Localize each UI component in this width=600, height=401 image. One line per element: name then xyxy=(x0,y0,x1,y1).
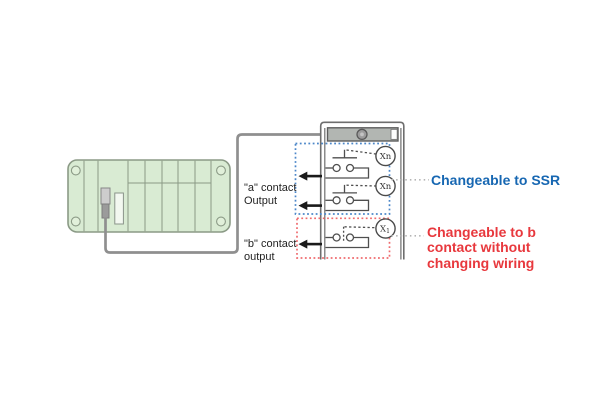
output-arrows xyxy=(298,171,322,249)
output-cable xyxy=(104,133,321,254)
plc-slot-dividers xyxy=(83,160,212,232)
relay-a-contact-2 xyxy=(325,184,377,212)
contact-point-icon xyxy=(332,233,341,242)
contact-wire-loop xyxy=(325,236,370,249)
screw-icon xyxy=(216,216,226,227)
screw-icon xyxy=(216,165,226,176)
plc-slot-window xyxy=(114,192,124,225)
contact-point-icon xyxy=(332,163,341,173)
coil-link-dashed xyxy=(346,149,377,155)
changeable-to-b-line3: changing wiring xyxy=(427,254,535,271)
terminal-block-outline xyxy=(319,121,405,260)
contact-point-icon xyxy=(345,233,355,242)
coil-circle xyxy=(375,218,396,239)
changeable-to-b-line1: Changeable to b xyxy=(427,224,536,240)
a-contact-label-line2: Output xyxy=(244,194,278,207)
output-connector-upper xyxy=(100,187,111,205)
contact-actuator-icon xyxy=(332,184,357,194)
contact-point-icon xyxy=(345,163,355,173)
coil-label: Xn xyxy=(380,152,392,162)
relay-a-contact-1 xyxy=(325,149,377,179)
b-contact-label-line2: output xyxy=(244,250,275,263)
din-rail-roller-center xyxy=(360,132,364,137)
plc-corner-screws xyxy=(70,165,226,227)
relay-coils: Xn Xn X1 xyxy=(375,145,396,239)
contact-actuator-icon xyxy=(332,149,357,159)
b-contact-label-line1: "b" contact xyxy=(244,238,297,250)
coil-link-dashed xyxy=(344,226,377,229)
plc-body xyxy=(67,159,231,233)
coil-link-dashed xyxy=(346,184,377,187)
output-arrow-icon xyxy=(298,201,322,211)
relay-b-contact xyxy=(325,226,377,249)
changeable-to-b-line2: contact without xyxy=(427,239,531,256)
contact-wire-loop xyxy=(325,167,370,179)
coil-label: Xn xyxy=(380,182,392,192)
changeable-to-b-annotation: Changeable to b contact without changing… xyxy=(427,224,536,271)
contact-wire-loop xyxy=(325,199,370,212)
plc-module xyxy=(67,159,231,233)
screw-icon xyxy=(70,165,81,176)
coil-label: X1 xyxy=(380,225,390,236)
b-contact-highlight-box xyxy=(296,217,391,259)
coil-circle xyxy=(375,175,396,197)
output-connector-lower xyxy=(101,203,110,219)
a-contact-label-line1: "a" contact xyxy=(244,182,297,194)
screw-icon xyxy=(70,216,81,227)
a-contact-output-label: "a" contact Output xyxy=(244,182,296,207)
output-arrow-icon xyxy=(298,239,322,249)
contact-point-icon xyxy=(332,196,341,205)
terminal-block xyxy=(319,121,405,260)
coil-circle xyxy=(375,145,396,167)
din-rail-end-cap xyxy=(390,128,398,140)
output-arrow-icon xyxy=(298,171,322,181)
changeable-to-ssr-annotation: Changeable to SSR xyxy=(431,172,561,188)
b-contact-output-label: "b" contact output xyxy=(244,238,296,263)
contact-point-icon xyxy=(345,196,355,205)
